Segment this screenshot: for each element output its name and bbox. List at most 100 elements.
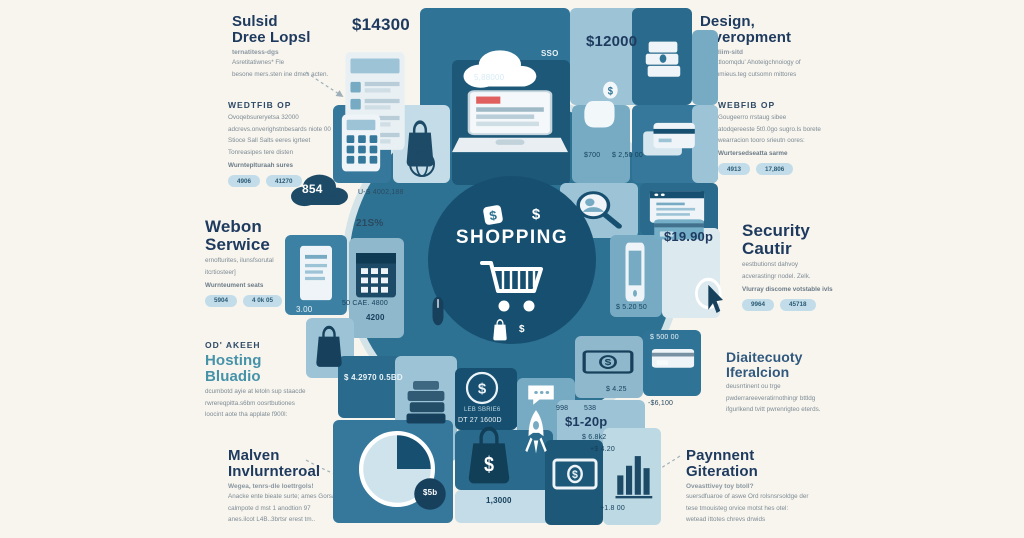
price-label: U-S 4002,188 — [358, 189, 404, 196]
pie-icon — [356, 428, 438, 510]
block-note: Vlurray discome votstable ivls — [742, 285, 833, 293]
collage-tile — [692, 30, 718, 105]
block-text-line: acverastingr nodel. Zelk. — [742, 272, 811, 280]
stat-pill: 9964 — [742, 298, 775, 311]
dollar-box-icon: $ — [482, 204, 504, 225]
calendar-icon — [352, 246, 400, 302]
price-label: $ — [519, 324, 525, 335]
books-icon — [400, 376, 452, 436]
svg-text:$: $ — [608, 86, 614, 98]
block-text-line: wearracion tooro srieutn oores: — [718, 137, 805, 145]
shopping-cart-icon — [480, 260, 543, 311]
block-subtitle: Oveasttivey toy btoll? — [686, 482, 754, 490]
block-title: Design,Inveropment — [700, 13, 792, 46]
block-text-line: loocint aote tha applate f900l: — [205, 411, 288, 419]
price-label: LEB SBRIE6 — [464, 407, 501, 413]
price-label: 538 — [584, 405, 597, 412]
block-text-line: besone mers.sten ine dmes acten. — [232, 70, 329, 78]
block-note: Wurtersedseatta sarme — [718, 150, 788, 158]
price-label: +1.8 00 — [600, 505, 625, 512]
price-label: $700 — [584, 152, 601, 159]
block-text-line: eestbutionst dahvoy — [742, 261, 799, 269]
price-label: $ 5.20 50 — [616, 304, 647, 311]
block-text-line: Ovoqebsureryetsa 32000 — [228, 114, 299, 121]
stat-pill: 45718 — [780, 298, 816, 311]
price-label: $12000 — [586, 33, 638, 50]
collage-tile — [455, 368, 517, 430]
block-text-line: Tonreasipes tere disten — [228, 148, 294, 156]
svg-text:$: $ — [478, 380, 487, 397]
block-text-line: deusrrtinent ou trge — [726, 382, 781, 390]
price-label: 50 CAE. 4800 — [342, 300, 388, 307]
block-text-line: Stioce Sall Salts eeres igrteet — [228, 137, 311, 145]
svg-text:$: $ — [484, 453, 494, 477]
block-text-line: suersdfuaroe of aswe Ord rolsnsrsoldge d… — [686, 493, 809, 500]
block-text-line: Gougeerro rrstaug sibee — [718, 114, 787, 121]
price-label: 854 — [302, 182, 323, 196]
cash-icon: $ — [582, 344, 634, 380]
browser-icon — [646, 186, 708, 228]
block-text-line: bonammieus.teg cutsomn mittores — [700, 70, 797, 78]
block-text-line: ifgurlkend tvitt pwrenrigteo eterds. — [726, 406, 821, 414]
price-label: $ 4.25 — [606, 386, 627, 393]
block-text-line: itcrtiosteer] — [205, 268, 236, 276]
block-kicker: WEBFIB OP — [718, 100, 776, 110]
cursor-icon — [690, 274, 734, 326]
block-note: Wurnteument seats — [205, 281, 264, 289]
price-label: 3.00 — [296, 305, 313, 314]
bag-icon — [310, 320, 348, 370]
rocket-icon — [518, 408, 554, 460]
price-label: 21S% — [356, 218, 384, 229]
stat-pill: 17,806 — [756, 163, 794, 176]
price-label: $ 4.2970 0.5BD — [344, 373, 403, 382]
doc-icon — [292, 242, 340, 304]
price-label: $ 500 00 — [650, 334, 679, 341]
block-text-line: begiflatloomqdu' Ahoteigchnoiogy of — [700, 59, 801, 66]
block-text-line: calmpote d mst 1 anodtion 97 — [228, 504, 311, 512]
price-label: $14300 — [352, 15, 410, 34]
block-text-line: atodqereeste 5t0.0go sugro.ls borete — [718, 125, 821, 133]
cash-icon: $ — [552, 450, 598, 498]
price-label: 998 — [556, 405, 569, 412]
chat-icon — [524, 382, 558, 410]
block-text-line: dcumbotd ayie at letoln sup staacde — [205, 388, 306, 395]
price-label: $1-20p — [565, 414, 608, 429]
collage-tile — [692, 105, 718, 183]
laptop-icon — [452, 84, 568, 170]
bagdollar-icon: $ — [462, 422, 516, 486]
block-text-line: ernofturites, ilunsfsorutal — [205, 257, 274, 265]
mouse-icon — [426, 292, 450, 330]
price-label: $19.90p — [664, 229, 714, 244]
block-text-line: Asretitatiwnes* Fle — [232, 59, 285, 66]
stat-pill: 4906 — [228, 175, 261, 187]
svg-text:$: $ — [572, 469, 578, 481]
money-icon — [640, 32, 686, 90]
price-label: SSO — [541, 49, 559, 58]
block-text-line: Anacke ente bieate surte; ames Gorsaets — [228, 493, 344, 500]
block-text-line: rwrereqpitta.s6bm oosrtbutiones — [205, 399, 295, 407]
block-text-line: adcrevs.onverighstnbesards niote 00 — [228, 125, 331, 133]
block-text-line: pwderrareeveratirnothingr bttldg — [726, 394, 816, 402]
block-note: Wurnteplturaah sures — [228, 162, 293, 169]
collage-tile — [455, 490, 550, 523]
stat-pill: 41270 — [266, 175, 302, 187]
price-label: $ 2,50 00 — [612, 152, 643, 159]
price-label: 4200 — [366, 313, 385, 322]
globe-icon — [406, 148, 438, 180]
price-label: +$ 4.20 — [590, 446, 615, 453]
badge-icon: $ — [464, 370, 500, 406]
central-badge: $ $ SHOPPING — [428, 176, 596, 344]
info-block-webfib-op: WEBFIB OP Gougeerro rrstaug sibee atodqere… — [718, 100, 868, 176]
